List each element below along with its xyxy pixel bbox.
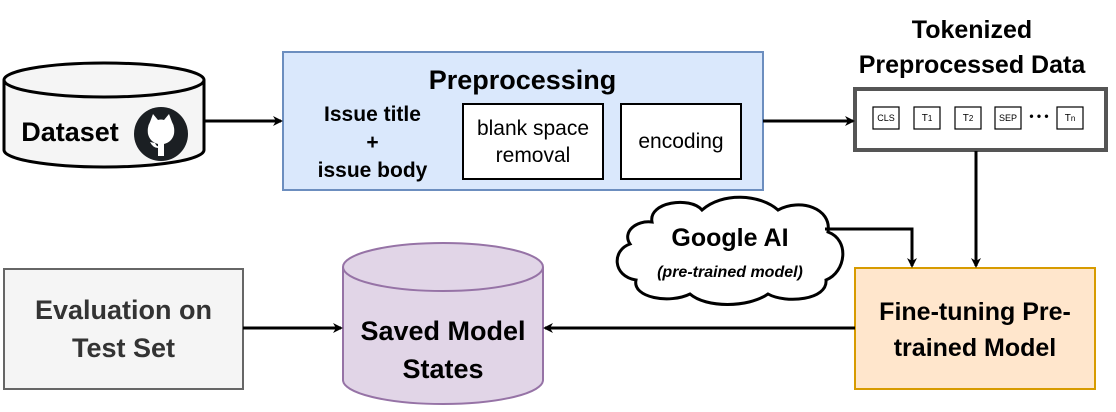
token-cls-box bbox=[872, 106, 900, 130]
token-ellipsis: • • • bbox=[1029, 109, 1049, 123]
blank-space-removal-label: blank space removal bbox=[476, 116, 590, 167]
token-t2-box bbox=[954, 106, 982, 130]
saved-model-cylinder bbox=[342, 242, 544, 405]
google-ai-subtitle: (pre-trained model) bbox=[657, 264, 803, 281]
tokenized-title: Tokenized Preprocessed Data bbox=[858, 16, 1086, 79]
evaluation-label: Evaluation on Test Set bbox=[34, 295, 213, 363]
token-t1-box bbox=[913, 106, 941, 130]
blank-space-removal-box bbox=[462, 103, 604, 180]
google-ai-title: Google AI bbox=[671, 223, 789, 252]
encoding-label: encoding bbox=[638, 129, 724, 153]
preprocessing-title: Preprocessing bbox=[428, 64, 617, 95]
token-sep-box bbox=[994, 106, 1022, 130]
token-sep: SEP bbox=[998, 113, 1017, 123]
issue-input-label: Issue title + issue body bbox=[317, 103, 428, 182]
encoding-box bbox=[620, 103, 742, 180]
fine-tuning-label: Fine-tuning Pre- trained Model bbox=[879, 298, 1071, 362]
google-ai-cloud bbox=[615, 195, 845, 306]
arrow-googleai-to-finetuning bbox=[825, 227, 917, 268]
dataset-cylinder bbox=[2, 61, 206, 169]
token-cls: CLS bbox=[877, 113, 895, 123]
github-icon bbox=[134, 107, 188, 161]
saved-model-label: Saved Model States bbox=[360, 316, 526, 384]
dataset-label: Dataset bbox=[21, 116, 119, 147]
token-tn-box bbox=[1056, 106, 1084, 130]
evaluation-box bbox=[3, 268, 244, 390]
fine-tuning-box bbox=[854, 267, 1096, 390]
